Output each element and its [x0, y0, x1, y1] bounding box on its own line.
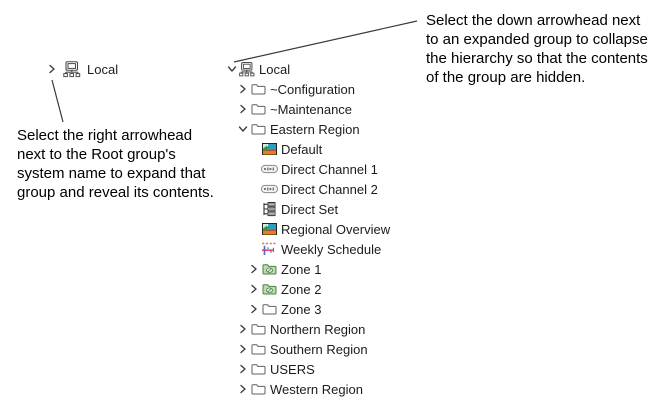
chevron-right-icon[interactable]: [237, 83, 249, 95]
schedule-icon: [260, 242, 278, 256]
tree-item-direct-channel-2[interactable]: Direct Channel 2: [226, 179, 390, 199]
tree-item-label: Eastern Region: [270, 121, 360, 137]
tree-item-zone-3[interactable]: Zone 3: [226, 299, 390, 319]
tree-item-default[interactable]: Default: [226, 139, 390, 159]
tree-item-label: Southern Region: [270, 341, 368, 357]
expanded-tree: Local ~Configuration ~Maintenance Easter…: [226, 59, 390, 399]
tree-item-label: Northern Region: [270, 321, 366, 337]
chevron-right-icon[interactable]: [44, 63, 60, 75]
tree-item-label: Zone 2: [281, 281, 322, 297]
folder-icon: [249, 103, 267, 115]
tree-item-label: Western Region: [270, 381, 363, 397]
tree-item-label: Local: [87, 61, 119, 77]
display-icon: [260, 223, 278, 235]
chevron-right-icon[interactable]: [248, 283, 260, 295]
folder-icon: [249, 363, 267, 375]
folder-icon: [249, 123, 267, 135]
folder-icon: [249, 83, 267, 95]
tree-item-direct-channel-1[interactable]: Direct Channel 1: [226, 159, 390, 179]
folder-icon: [249, 343, 267, 355]
chevron-right-icon[interactable]: [237, 323, 249, 335]
folder-icon: [249, 323, 267, 335]
display-icon: [260, 143, 278, 155]
chevron-down-icon[interactable]: [226, 63, 238, 75]
set-icon: [260, 201, 278, 217]
tree-item-maintenance[interactable]: ~Maintenance: [226, 99, 390, 119]
leader-line-left: [51, 79, 64, 123]
tree-item-northern-region[interactable]: Northern Region: [226, 319, 390, 339]
folder-icon: [249, 383, 267, 395]
tree-item-label: Direct Channel 1: [281, 161, 378, 177]
tree-item-southern-region[interactable]: Southern Region: [226, 339, 390, 359]
tree-item-label: Local: [259, 61, 291, 77]
chevron-right-icon[interactable]: [248, 303, 260, 315]
tree-item-western-region[interactable]: Western Region: [226, 379, 390, 399]
annotation-collapse-instructions: Select the down arrowhead next to an exp…: [426, 12, 648, 86]
tree-item-regional-overview[interactable]: Regional Overview: [226, 219, 390, 239]
tree-item-label: ~Configuration: [270, 81, 355, 97]
tree-item-label: Default: [281, 141, 323, 157]
tree-item-zone-1[interactable]: Zone 1: [226, 259, 390, 279]
folder-icon: [260, 303, 278, 315]
tree-item-zone-2[interactable]: Zone 2: [226, 279, 390, 299]
tree-item-label: Weekly Schedule: [281, 241, 382, 257]
chevron-right-icon[interactable]: [237, 343, 249, 355]
leader-line-right: [233, 20, 418, 63]
tree-item-label: Zone 3: [281, 301, 322, 317]
tree-item-users[interactable]: USERS: [226, 359, 390, 379]
tree-item-weekly-schedule[interactable]: Weekly Schedule: [226, 239, 390, 259]
tree-item-label: ~Maintenance: [270, 101, 353, 117]
tree-item-label: USERS: [270, 361, 315, 377]
tree-item-label: Regional Overview: [281, 221, 391, 237]
tree-item-local[interactable]: Local: [226, 59, 390, 79]
chevron-right-icon[interactable]: [248, 263, 260, 275]
chevron-down-icon[interactable]: [237, 123, 249, 135]
tree-item-label: Direct Set: [281, 201, 339, 217]
channel-icon: [260, 184, 278, 194]
tree-item-configuration[interactable]: ~Configuration: [226, 79, 390, 99]
tree-item-direct-set[interactable]: Direct Set: [226, 199, 390, 219]
zone-folder-icon: [260, 283, 278, 295]
tree-item-local[interactable]: Local: [44, 59, 118, 79]
tree-item-eastern-region[interactable]: Eastern Region: [226, 119, 390, 139]
tree-item-label: Direct Channel 2: [281, 181, 378, 197]
annotation-expand-instructions: Select the right arrowhead next to the R…: [17, 127, 214, 201]
computer-network-icon: [60, 60, 84, 78]
tree-item-label: Zone 1: [281, 261, 322, 277]
collapsed-tree: Local: [44, 59, 118, 79]
zone-folder-icon: [260, 263, 278, 275]
chevron-right-icon[interactable]: [237, 363, 249, 375]
channel-icon: [260, 164, 278, 174]
chevron-right-icon[interactable]: [237, 383, 249, 395]
chevron-right-icon[interactable]: [237, 103, 249, 115]
computer-network-icon: [238, 61, 256, 78]
